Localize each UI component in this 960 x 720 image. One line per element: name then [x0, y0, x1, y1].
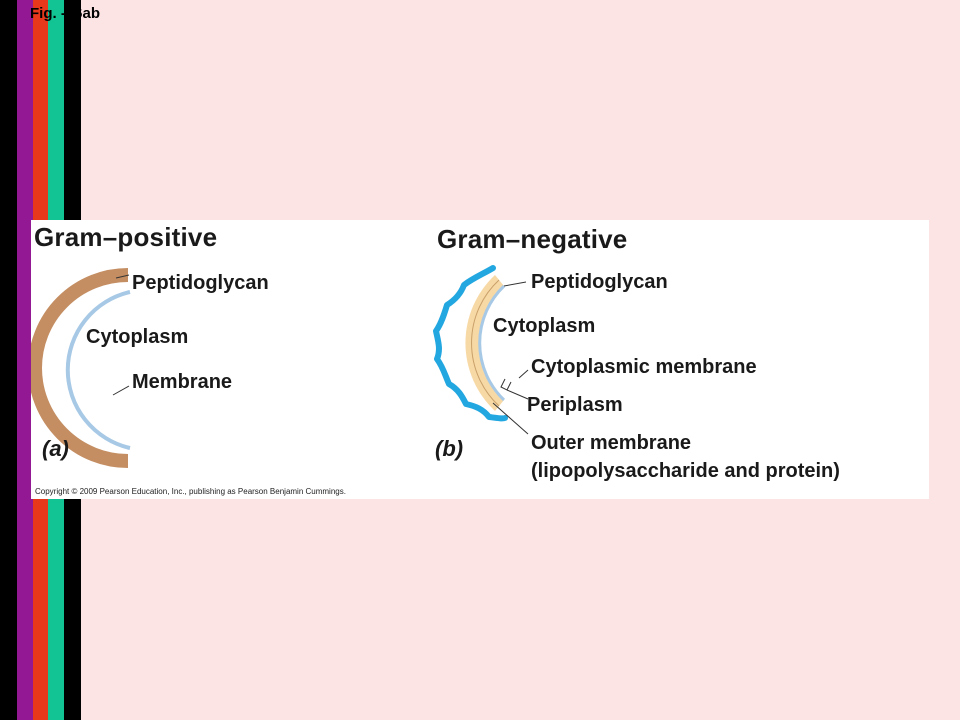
- gram-positive-wall: [31, 268, 131, 468]
- copyright-notice: Copyright © 2009 Pearson Education, Inc.…: [35, 487, 346, 496]
- stripe-black: [0, 0, 17, 720]
- gram-positive-membrane-label: Membrane: [132, 371, 233, 393]
- gram-negative-peptidoglycan-leader: [503, 281, 527, 287]
- panel-letter-b: (b): [435, 436, 464, 461]
- gram-negative-cytoplasm-label: Cytoplasm: [493, 315, 596, 337]
- gram-negative-peptidoglycan: [465, 275, 504, 411]
- stripe-purple: [17, 0, 33, 720]
- diagram-panel: Gram–positive Peptidoglycan Cytoplasm Me…: [31, 220, 929, 499]
- gram-negative-outer-membrane-detail-label: (lipopolysaccharide and protein): [531, 460, 840, 482]
- cell-wall-diagram: [31, 265, 529, 468]
- gram-positive-peptidoglycan-label: Peptidoglycan: [132, 272, 269, 294]
- gram-negative-title: Gram–negative: [437, 224, 628, 254]
- gram-negative-outer-membrane-label: Outer membrane: [531, 432, 692, 454]
- gram-negative-periplasm-label: Periplasm: [527, 394, 623, 416]
- gram-negative-cytoplasmic-membrane-label: Cytoplasmic membrane: [531, 356, 757, 378]
- outer-membrane-leader: [492, 402, 529, 435]
- gram-negative-inner-line: [471, 279, 500, 407]
- gram-positive-peptidoglycan: [31, 268, 129, 468]
- periplasm-bracket: [500, 378, 512, 391]
- periplasm-leader: [506, 389, 529, 400]
- gram-negative-cytoplasmic-membrane-leader: [518, 369, 529, 379]
- gram-positive-title: Gram–positive: [34, 222, 218, 252]
- gram-positive-membrane-leader: [112, 385, 130, 396]
- gram-negative-outer-membrane: [433, 265, 508, 422]
- gram-positive-membrane: [65, 290, 131, 450]
- gram-negative-wall: [433, 265, 529, 435]
- gram-positive-cytoplasm-label: Cytoplasm: [86, 326, 189, 348]
- gram-positive-peptidoglycan-leader: [115, 274, 130, 279]
- panel-letter-a: (a): [42, 436, 69, 461]
- gram-negative-peptidoglycan-label: Peptidoglycan: [531, 271, 668, 293]
- gram-negative-cytoplasmic-membrane: [478, 284, 506, 402]
- figure-label: Fig. -16ab: [30, 5, 101, 22]
